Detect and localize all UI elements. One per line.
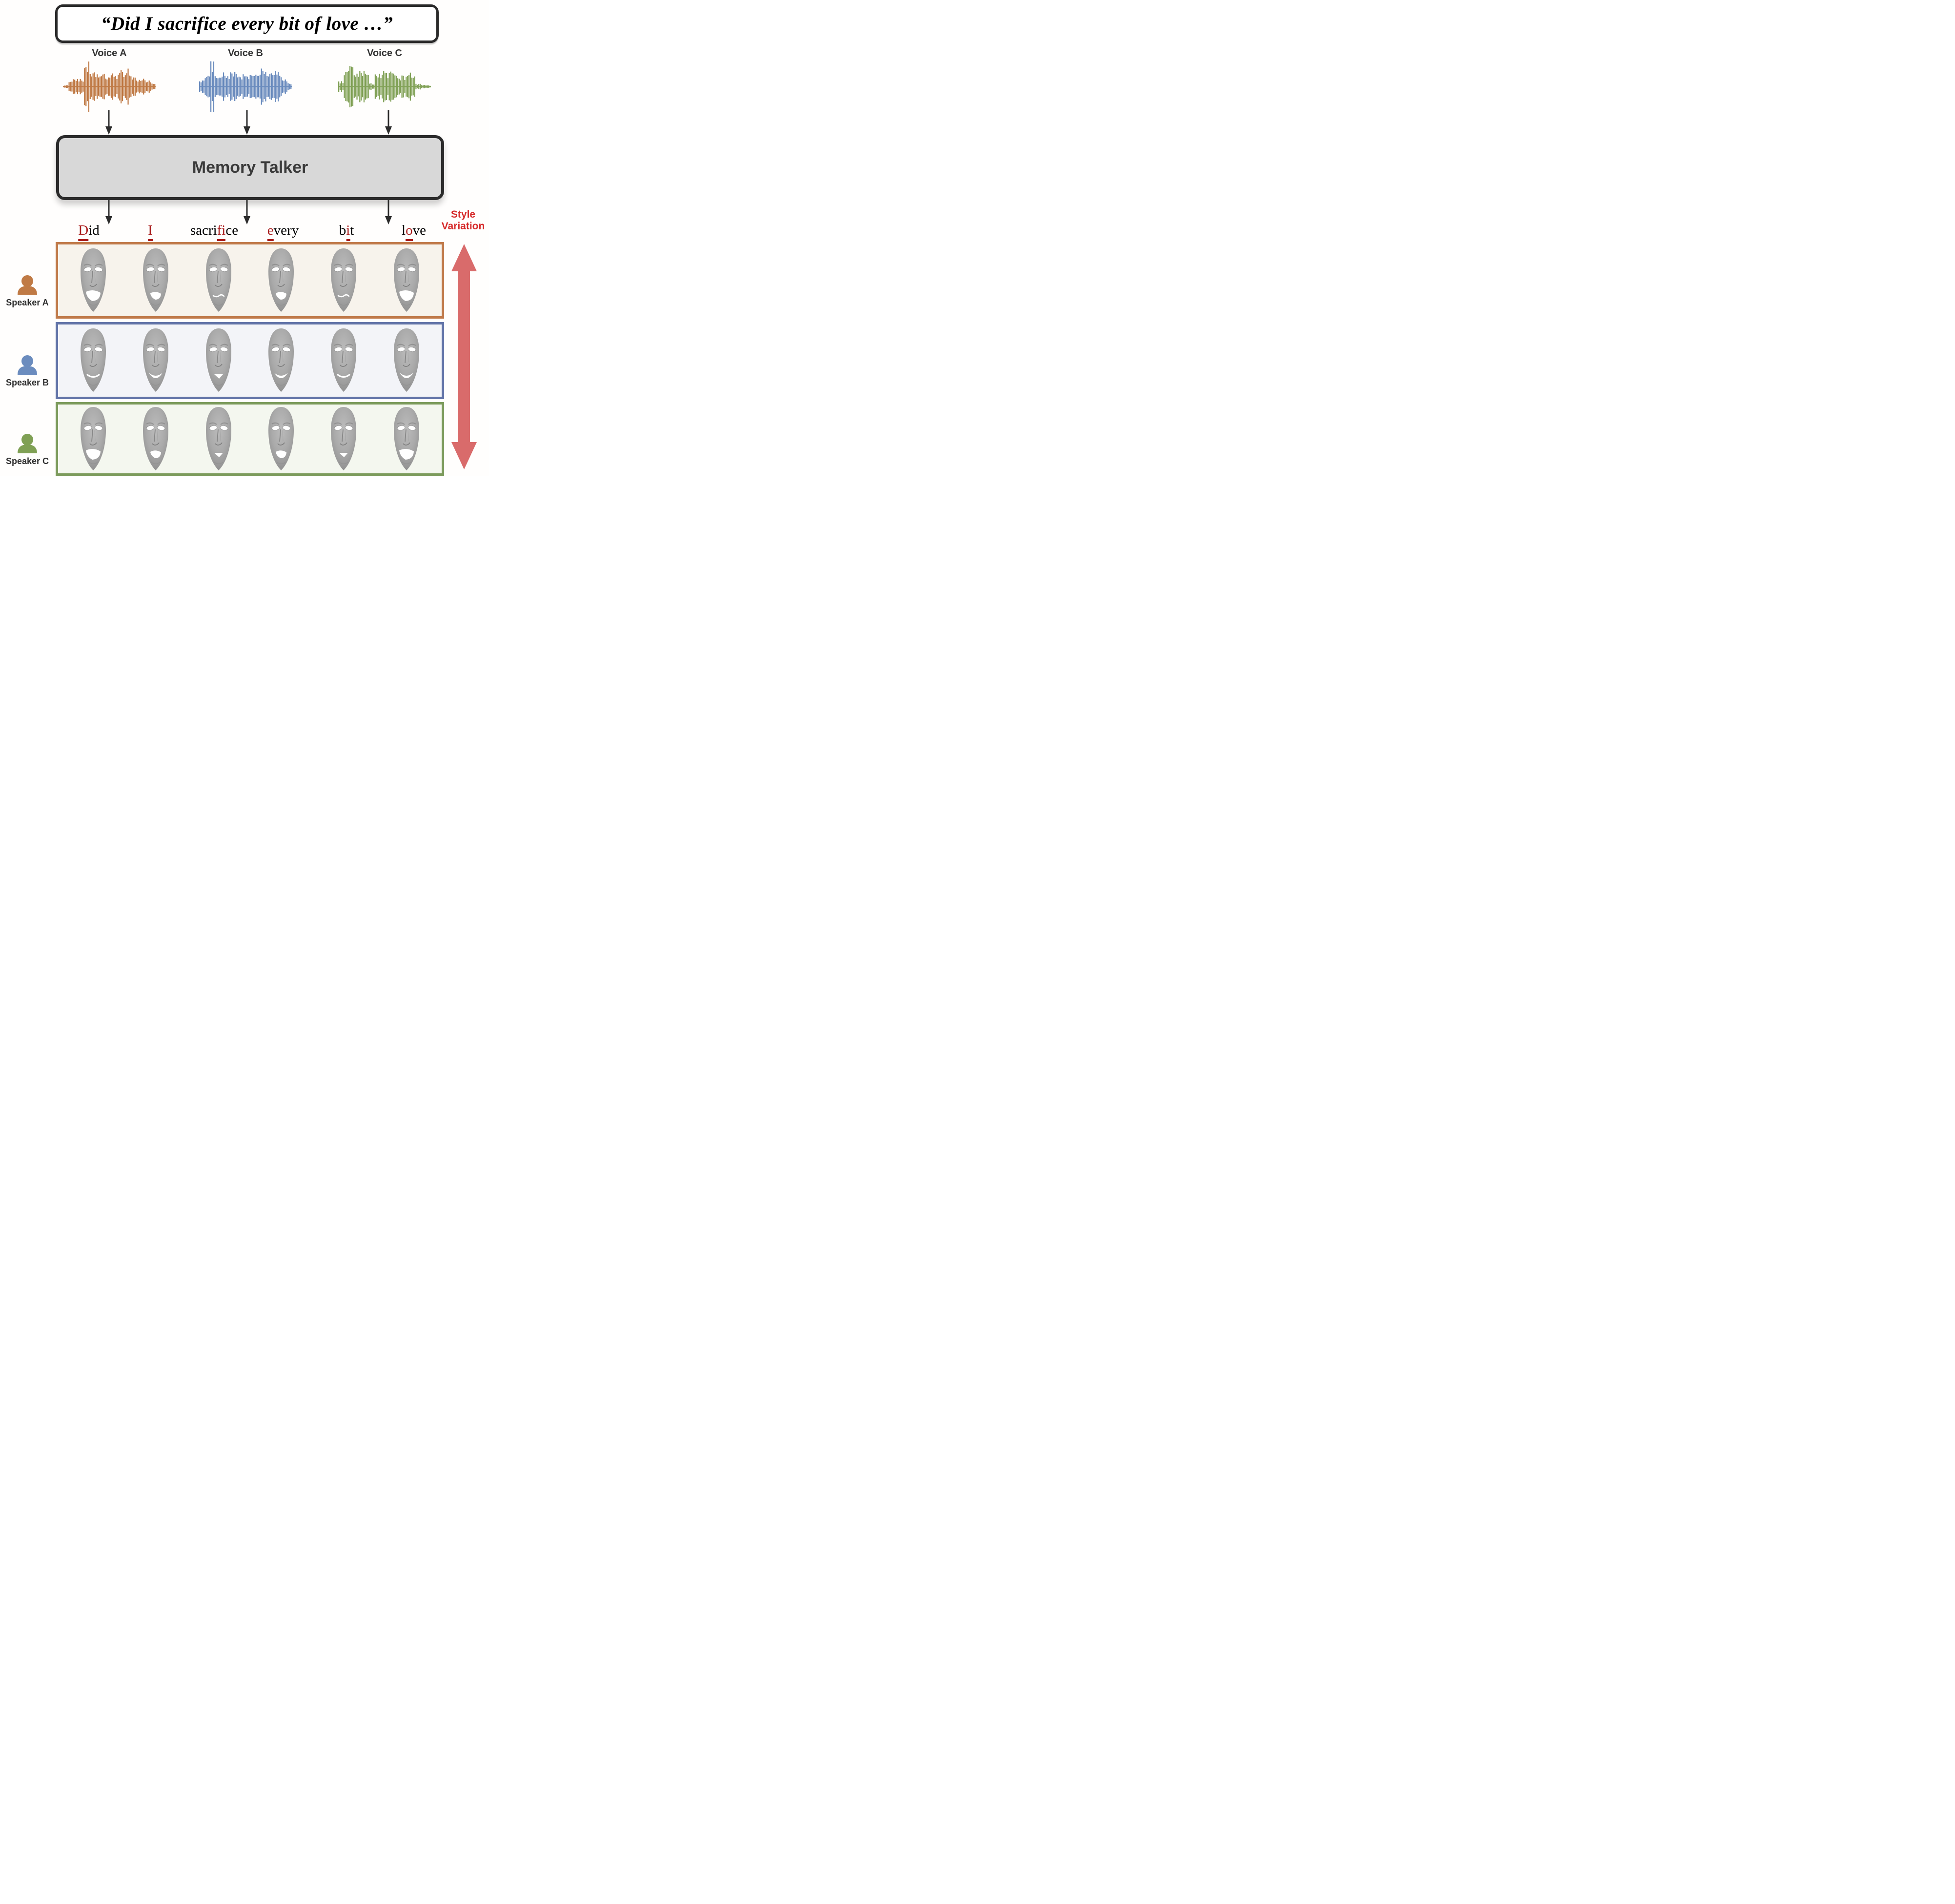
face-render <box>268 406 294 470</box>
quote-text: “Did I sacrifice every bit of love …” <box>101 13 393 34</box>
face-render <box>268 248 294 312</box>
face-render <box>143 328 169 392</box>
speaker-meta: Speaker A <box>0 274 55 308</box>
face-render <box>331 328 357 392</box>
face-render <box>143 248 169 312</box>
speaker-row-c <box>56 402 444 476</box>
voice-label: Voice B <box>228 48 263 59</box>
speaker-row-b <box>56 322 444 399</box>
down-arrow-icon <box>105 110 112 135</box>
word-token: Did <box>78 223 100 241</box>
face-render <box>205 406 231 470</box>
word-token: I <box>148 223 153 241</box>
face-render <box>81 248 106 312</box>
highlighted-phoneme: o <box>406 223 413 241</box>
style-variation-line1: Style <box>450 209 476 220</box>
speaker-label: Speaker C <box>5 456 49 466</box>
down-arrow-icon <box>385 200 392 224</box>
style-variation-line2: Variation <box>441 220 485 232</box>
highlighted-phoneme: I <box>148 223 153 241</box>
word-token: every <box>267 223 299 241</box>
memory-talker-label: Memory Talker <box>192 158 308 177</box>
down-arrow-icon <box>105 200 112 224</box>
figure-canvas: “Did I sacrifice every bit of love …” Vo… <box>0 0 489 476</box>
face-render <box>268 328 294 392</box>
face-render <box>143 406 169 470</box>
speaker-meta: Speaker C <box>0 433 55 466</box>
face-render <box>331 248 357 312</box>
highlighted-phoneme: i <box>346 223 350 241</box>
speaker-label: Speaker B <box>5 378 49 387</box>
voice-column-2: Voice B <box>197 48 294 112</box>
face-render <box>205 328 231 392</box>
voice-column-1: Voice A <box>61 48 158 112</box>
face-render <box>205 248 231 312</box>
highlighted-phoneme: e <box>267 223 274 241</box>
person-icon <box>18 434 37 453</box>
speaker-label: Speaker A <box>6 298 49 307</box>
speaker-row-a <box>56 242 444 319</box>
quote-box: “Did I sacrifice every bit of love …” <box>55 4 439 43</box>
down-arrow-icon <box>385 110 392 135</box>
down-arrow-icon <box>244 110 250 135</box>
voice-label: Voice C <box>367 48 402 59</box>
face-render <box>331 406 357 470</box>
person-icon <box>18 275 37 295</box>
word-token: bit <box>339 223 354 241</box>
style-variation-label: Style Variation <box>437 209 489 232</box>
waveform-icon <box>338 66 431 107</box>
highlighted-phoneme: D <box>78 223 89 241</box>
waveform-icon <box>63 61 156 112</box>
face-render <box>393 248 419 312</box>
face-render <box>393 406 419 470</box>
voice-label: Voice A <box>92 48 127 59</box>
face-render <box>393 328 419 392</box>
voice-column-3: Voice C <box>336 48 433 112</box>
style-variation-double-arrow-icon <box>451 244 477 469</box>
highlighted-phoneme: fi <box>217 223 226 241</box>
word-token: love <box>402 223 426 241</box>
person-icon <box>18 355 37 375</box>
down-arrow-icon <box>244 200 250 224</box>
face-render <box>81 406 106 470</box>
waveform-icon <box>199 61 292 112</box>
face-render <box>81 328 106 392</box>
speaker-meta: Speaker B <box>0 354 55 388</box>
memory-talker-box: Memory Talker <box>56 135 444 200</box>
word-token: sacrifice <box>190 223 238 241</box>
